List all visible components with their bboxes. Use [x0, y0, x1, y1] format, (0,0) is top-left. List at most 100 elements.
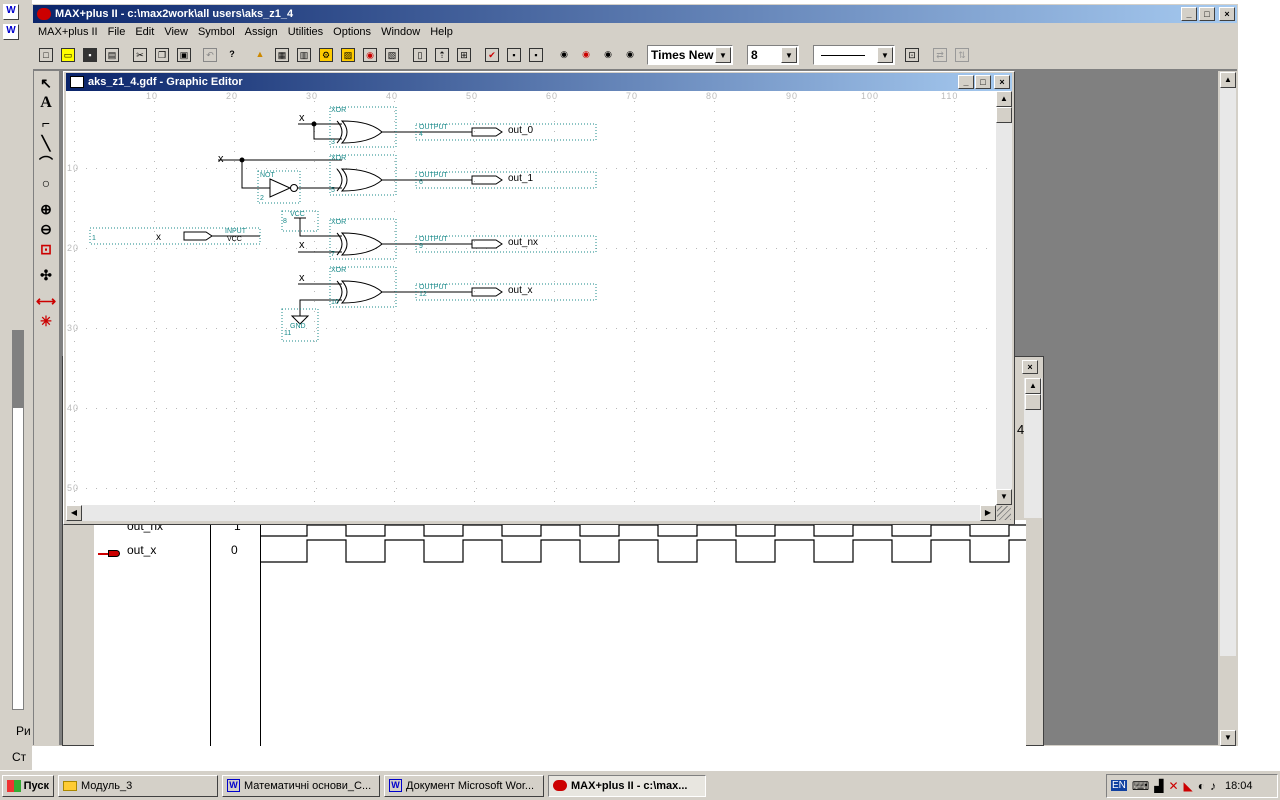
- view-lines-icon[interactable]: ◉: [604, 49, 612, 59]
- menu-window[interactable]: Window: [381, 26, 421, 38]
- network-icon[interactable]: ⌨: [1131, 778, 1150, 793]
- connect-wire-icon[interactable]: ⟷: [35, 292, 57, 309]
- zoom-in-icon[interactable]: ⊕: [40, 200, 52, 217]
- arc-tool-icon[interactable]: ⌒: [39, 155, 53, 171]
- signal-name-out-x[interactable]: out_x: [127, 543, 157, 557]
- waveform-close-button[interactable]: ×: [1022, 360, 1038, 374]
- print-icon[interactable]: ▤: [101, 44, 123, 66]
- save-icon[interactable]: ▪: [79, 44, 101, 66]
- fit-page-icon[interactable]: ⊡: [40, 240, 52, 257]
- compiler-icon[interactable]: ⚙: [315, 44, 337, 66]
- save-compile-icon[interactable]: ▪: [503, 44, 525, 66]
- editor-close-button[interactable]: ×: [994, 75, 1010, 89]
- flip-icon[interactable]: ⇅: [951, 44, 973, 66]
- grid-dot: [906, 248, 907, 249]
- output-pin-out-1[interactable]: out_1: [508, 173, 534, 184]
- antivirus-icon[interactable]: ◣: [1183, 778, 1193, 793]
- waveform-scroll-thumb[interactable]: [1025, 394, 1041, 410]
- language-indicator[interactable]: EN: [1111, 780, 1127, 791]
- menu-help[interactable]: Help: [430, 26, 453, 38]
- text-tool-icon[interactable]: A: [40, 94, 52, 111]
- menu-options[interactable]: Options: [333, 26, 372, 38]
- signal-icon[interactable]: ▟: [1154, 778, 1164, 793]
- editor-scroll-up[interactable]: ▲: [996, 91, 1012, 107]
- copy-icon[interactable]: ❐: [151, 44, 173, 66]
- menu-view[interactable]: View: [164, 26, 188, 38]
- scroll-down-button[interactable]: ▼: [1220, 730, 1236, 746]
- editor-scroll-left[interactable]: ◀: [66, 505, 82, 521]
- save-simulate-icon[interactable]: ▪: [525, 44, 547, 66]
- scroll-track[interactable]: [1220, 88, 1236, 656]
- grid-dot: [466, 168, 467, 169]
- view-ba-icon[interactable]: ◉: [582, 49, 590, 59]
- maximize-button[interactable]: □: [1199, 7, 1215, 21]
- menu-maxplus[interactable]: MAX+plus II: [38, 26, 98, 38]
- zoom-out-icon[interactable]: ⊖: [40, 220, 52, 237]
- line-style-select[interactable]: ▼: [813, 45, 895, 65]
- chevron-down-icon[interactable]: ▼: [715, 47, 731, 63]
- cut-icon[interactable]: ✂: [129, 44, 151, 66]
- disconnect-icon[interactable]: ✳: [40, 312, 52, 329]
- resize-grip-icon[interactable]: [997, 506, 1011, 520]
- view-stripes-icon[interactable]: ◉: [626, 49, 634, 59]
- new-file-icon[interactable]: □: [35, 44, 57, 66]
- circle-tool-icon[interactable]: ○: [41, 175, 51, 191]
- word-icon[interactable]: W: [3, 4, 19, 20]
- start-button[interactable]: Пуск: [2, 774, 54, 797]
- menu-edit[interactable]: Edit: [135, 26, 155, 38]
- output-pin-out-0[interactable]: out_0: [508, 125, 534, 136]
- menu-utilities[interactable]: Utilities: [287, 26, 324, 38]
- select-arrow-icon[interactable]: ↖: [40, 74, 52, 91]
- chevron-down-icon[interactable]: ▼: [877, 47, 893, 63]
- orthogonal-line-icon[interactable]: ⌐: [41, 115, 51, 131]
- open-hierarchy-icon[interactable]: ▯: [409, 44, 431, 66]
- taskbar-item-maxplus[interactable]: MAX+plus II - c:\max...: [548, 774, 706, 797]
- zoom-fit-icon[interactable]: ⊡: [901, 44, 923, 66]
- font-select[interactable]: Times New▼: [647, 45, 733, 65]
- output-pin-out-x[interactable]: out_x: [508, 285, 533, 296]
- security-icon[interactable]: ✕: [1168, 778, 1179, 793]
- grid-dot: [234, 241, 235, 242]
- save-check-icon[interactable]: ✔: [481, 44, 503, 66]
- waveform-scroll-up[interactable]: ▲: [1025, 378, 1041, 394]
- rotate-icon[interactable]: ⇄: [929, 44, 951, 66]
- programmer-icon[interactable]: ▧: [381, 44, 403, 66]
- close-button[interactable]: ×: [1219, 7, 1235, 21]
- chevron-down-icon[interactable]: ▼: [781, 47, 797, 63]
- menu-symbol[interactable]: Symbol: [197, 26, 235, 38]
- editor-scroll-down[interactable]: ▼: [996, 489, 1012, 505]
- hierarchy-up-icon[interactable]: ⇡: [431, 44, 453, 66]
- open-folder-icon[interactable]: ▭: [57, 44, 79, 66]
- help-pointer-icon[interactable]: ?: [229, 49, 235, 59]
- view-eye-icon[interactable]: ◉: [560, 49, 568, 59]
- menu-assign[interactable]: Assign: [244, 26, 278, 38]
- font-size-select[interactable]: 8▼: [747, 45, 799, 65]
- taskbar-item-module[interactable]: Модуль_3: [58, 774, 218, 797]
- word-doc-icon[interactable]: W: [3, 24, 19, 40]
- simulator-icon[interactable]: ▨: [337, 44, 359, 66]
- undo-icon[interactable]: ↶: [199, 44, 221, 66]
- menu-file[interactable]: File: [107, 26, 126, 38]
- hierarchy-display-icon[interactable]: ▦: [271, 44, 293, 66]
- floorplan-icon[interactable]: ▥: [293, 44, 315, 66]
- scroll-up-button[interactable]: ▲: [1220, 72, 1236, 88]
- rubberband-icon[interactable]: ✣: [40, 266, 52, 283]
- hierarchy-warning-icon[interactable]: ▲: [255, 49, 265, 59]
- editor-scroll-right[interactable]: ▶: [980, 505, 996, 521]
- diagonal-line-icon[interactable]: ╲: [41, 134, 51, 151]
- volume-icon[interactable]: ♪: [1210, 778, 1217, 793]
- hierarchy-tree-icon[interactable]: ⊞: [453, 44, 475, 66]
- editor-maximize-button[interactable]: □: [975, 75, 991, 89]
- minimize-button[interactable]: _: [1181, 7, 1197, 21]
- update-icon[interactable]: ◐: [1197, 778, 1206, 793]
- timing-icon[interactable]: ◉: [359, 44, 381, 66]
- output-pin-out-nx[interactable]: out_nx: [508, 237, 539, 248]
- input-pin-name[interactable]: x: [156, 232, 161, 243]
- grid-dot: [954, 191, 955, 192]
- editor-vscroll-thumb[interactable]: [996, 107, 1012, 123]
- paste-icon[interactable]: ▣: [173, 44, 195, 66]
- editor-minimize-button[interactable]: _: [958, 75, 974, 89]
